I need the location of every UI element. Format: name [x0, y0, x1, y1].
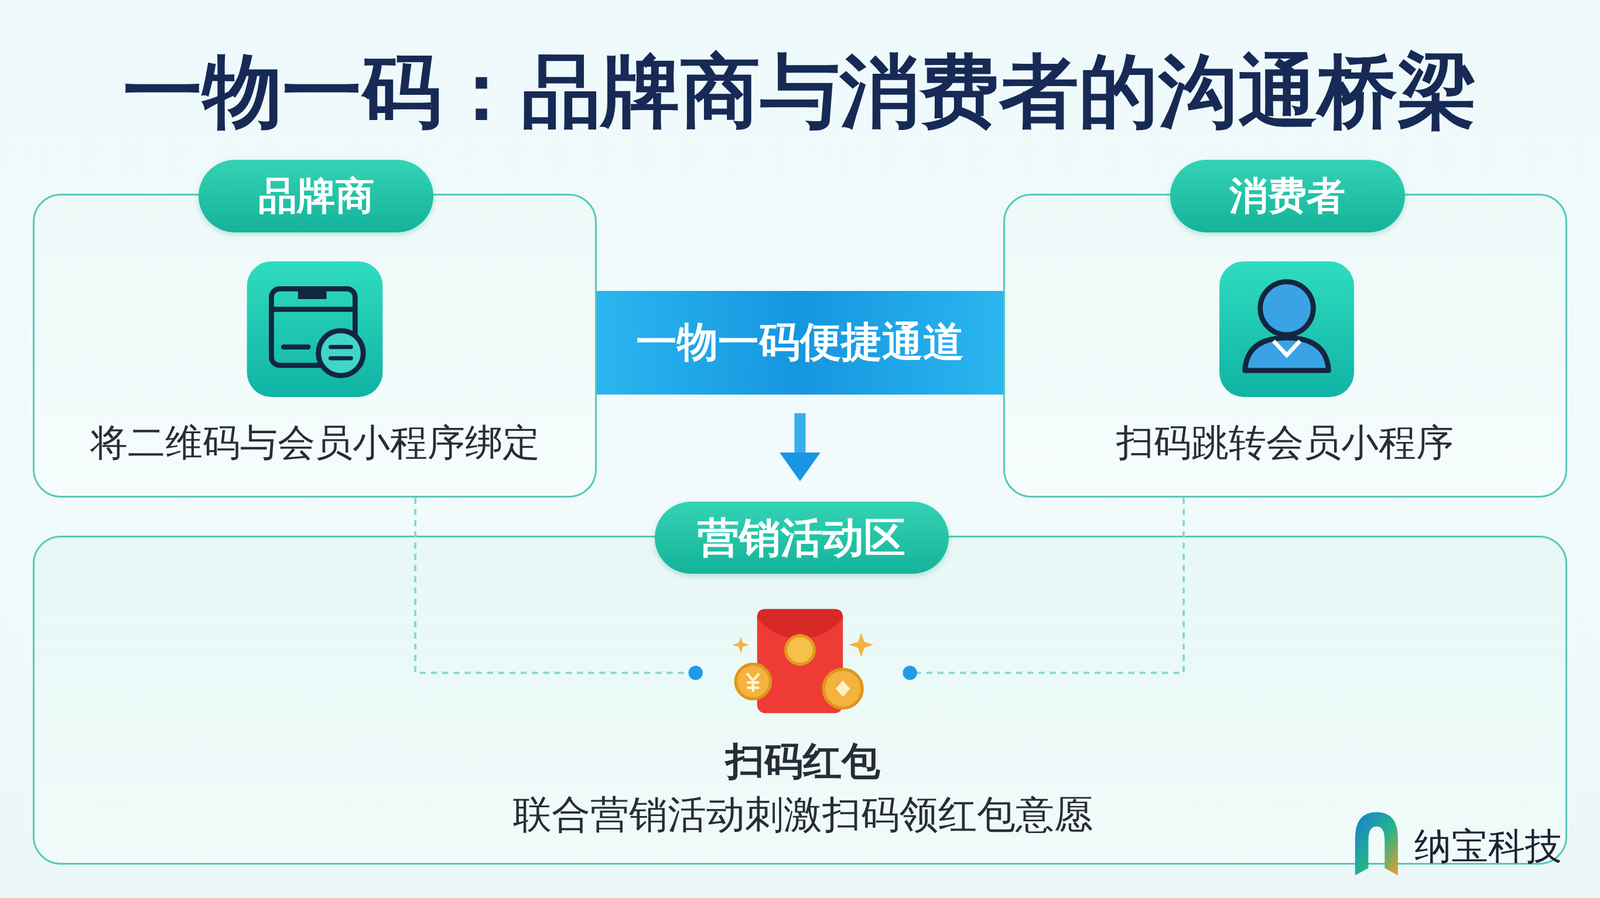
chat-line [330, 344, 352, 350]
envelope [757, 609, 843, 714]
window-bar [271, 306, 355, 313]
coin-mark [835, 681, 850, 698]
coin-mark [746, 673, 760, 692]
coin [823, 669, 863, 709]
connector [415, 497, 703, 680]
sparkle [849, 633, 874, 658]
red-envelope-icon [732, 609, 874, 714]
coin [735, 664, 771, 700]
chat-line [330, 356, 352, 361]
logo-mark [1355, 812, 1398, 876]
sparkle [732, 637, 750, 654]
envelope-seal [785, 636, 815, 665]
brand-icon [247, 261, 384, 398]
party-card: 品牌商将二维码与会员小程序绑定 [32, 193, 598, 498]
dashed-link [415, 497, 696, 673]
header-pill: 营销活动区 [654, 501, 949, 575]
link-dot [902, 665, 917, 680]
arrow-shaft [794, 413, 806, 453]
brand-logo-text: 纳宝科技 [1414, 822, 1562, 872]
body-text: 扫码跳转会员小程序 [1004, 416, 1567, 468]
body-text: 将二维码与会员小程序绑定 [34, 416, 596, 468]
header-pill: 消费者 [1170, 159, 1405, 233]
icon-tile [1219, 261, 1355, 398]
diagram-title: 一物一码：品牌商与消费者的沟通桥梁 [0, 42, 1600, 141]
consumer-icon [1219, 261, 1355, 398]
arrow-head [779, 452, 821, 482]
item-description: 联合营销活动刺激扫码领红包意愿 [435, 789, 1170, 841]
icon-tile [247, 261, 384, 398]
person-head [1260, 281, 1314, 335]
party-card: 消费者扫码跳转会员小程序 [1003, 193, 1568, 498]
chat-bubble [318, 330, 364, 376]
header-pill: 品牌商 [198, 159, 434, 233]
person-collar [1273, 340, 1300, 355]
person-body [1245, 337, 1329, 371]
dashed-link [910, 497, 1184, 673]
activity-zone: 营销活动区扫码红包联合营销活动刺激扫码领红包意愿 [32, 535, 1568, 866]
channel-label: 一物一码便捷通道 [636, 315, 964, 371]
window-outline [271, 288, 355, 366]
connector [902, 497, 1184, 680]
window-line [283, 344, 309, 350]
item-title: 扫码红包 [435, 736, 1170, 788]
activity-item: 扫码红包联合营销活动刺激扫码领红包意愿 [695, 603, 911, 839]
connector [779, 413, 821, 482]
envelope-flap [757, 609, 843, 640]
link-dot [688, 665, 703, 680]
window-tab [298, 288, 327, 299]
channel-band: 一物一码便捷通道 [596, 291, 1003, 396]
